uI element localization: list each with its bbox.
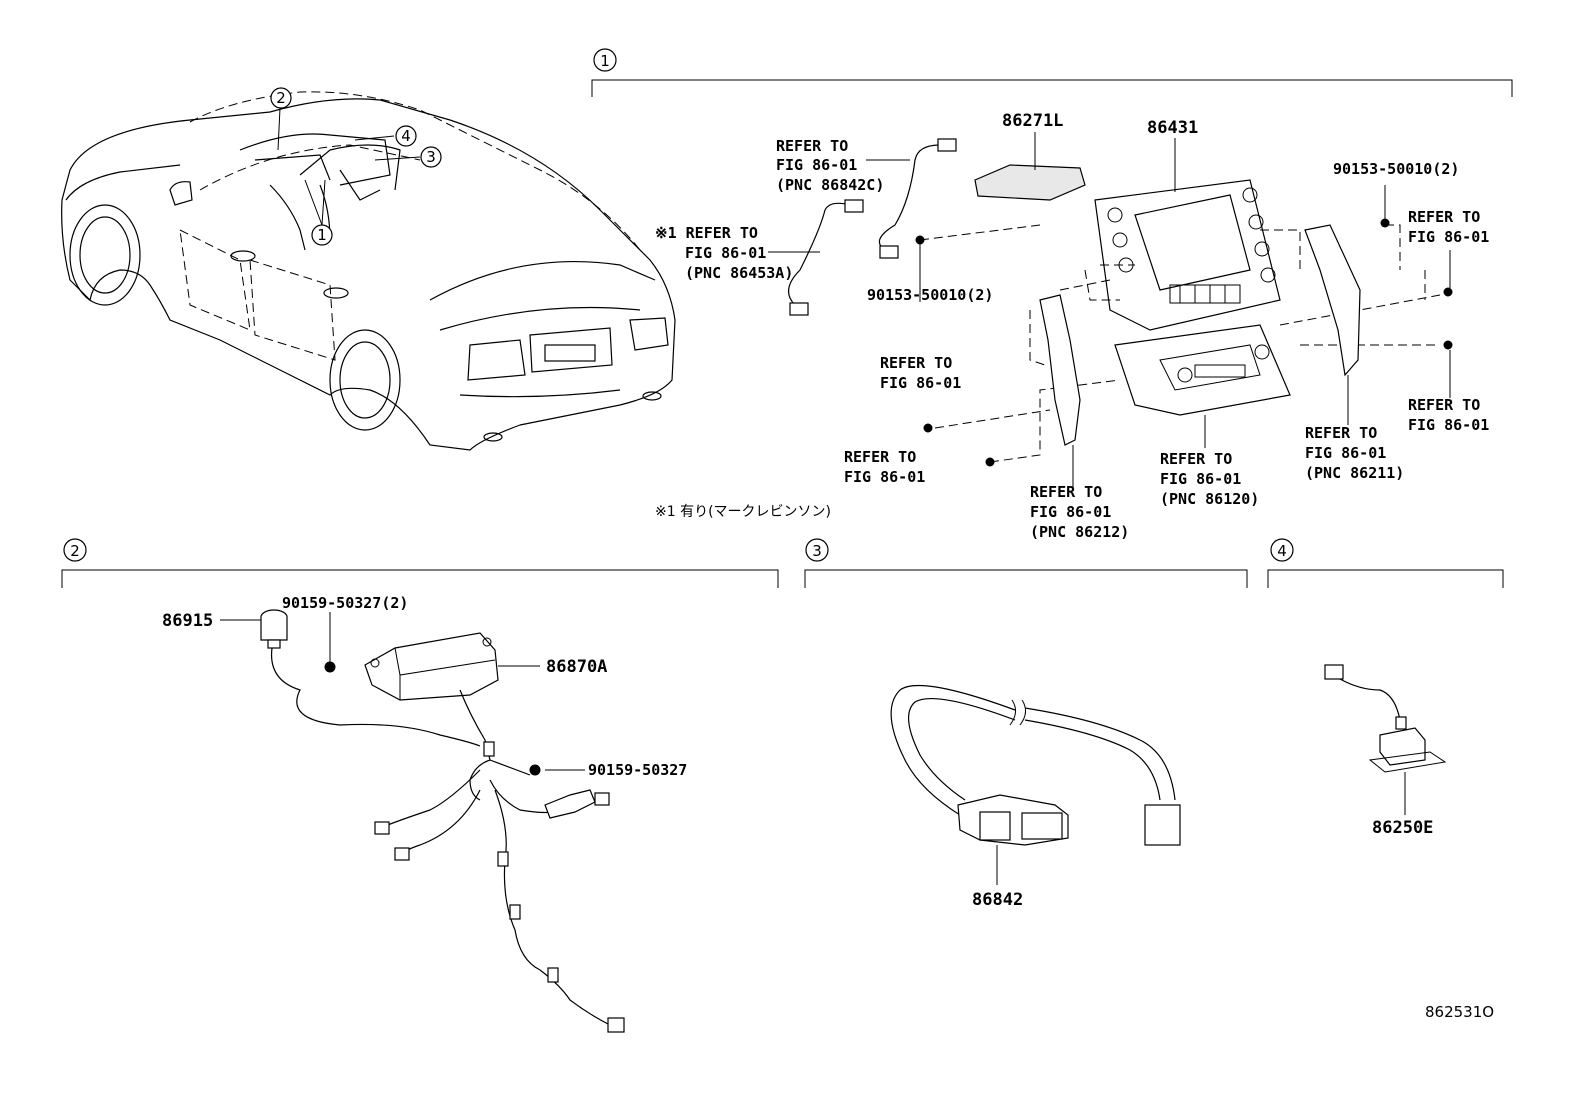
bracket-left-86212 xyxy=(1039,294,1081,446)
connector-icon xyxy=(879,245,899,259)
section-3-number: 3 xyxy=(812,542,822,560)
refer-left-1-label: REFER TO FIG 86-01 xyxy=(880,354,961,392)
car-callout-1 xyxy=(311,224,333,246)
connector-icon xyxy=(937,138,957,152)
section-1-number: 1 xyxy=(600,52,610,70)
bolt-2-label: 90159-50327(2) xyxy=(282,594,408,612)
part-86915-label: 86915 xyxy=(162,611,213,631)
antenna-cable-86842 xyxy=(890,684,1181,846)
refer-right-1-label: REFER TO FIG 86-01 xyxy=(1408,208,1489,246)
connector-icon xyxy=(607,1017,625,1033)
bolt-right-label: 90153-50010(2) xyxy=(1333,160,1459,178)
bolt-icon xyxy=(915,218,1453,467)
section-4-marker xyxy=(1270,538,1294,562)
part-86870A-label: 86870A xyxy=(546,657,607,677)
part-86271L-label: 86271L xyxy=(1002,111,1063,131)
section-1-marker xyxy=(593,48,617,72)
antenna-module-86250E xyxy=(1324,664,1447,773)
section-1: 1 86271L 86431 xyxy=(591,48,1513,541)
bolt-icon xyxy=(324,661,336,673)
connector-icon xyxy=(394,847,410,861)
harness-86453A xyxy=(788,202,851,306)
connector-icon xyxy=(789,302,809,316)
car-callout-4 xyxy=(395,125,417,147)
section-1-bracket xyxy=(591,79,1513,97)
refer-86212-label: REFER TO FIG 86-01 (PNC 86212) xyxy=(1030,483,1129,541)
bracket-right-86211 xyxy=(1304,224,1361,377)
display-panel-86431 xyxy=(1094,179,1281,331)
section-4-number: 4 xyxy=(1277,542,1287,560)
bolt-icon xyxy=(529,764,541,776)
section-2-number: 2 xyxy=(70,542,80,560)
module-86271L xyxy=(974,164,1086,201)
part-86250E-label: 86250E xyxy=(1372,818,1433,838)
car-illustration: 2 4 3 1 xyxy=(61,87,676,451)
connector-icon xyxy=(374,821,390,835)
refer-86453a-label: ※1 REFER TO FIG 86-01 (PNC 86453A) xyxy=(655,224,793,282)
section-2-bracket xyxy=(61,569,779,588)
section-2-marker xyxy=(63,538,87,562)
section-4: 4 86250E xyxy=(1267,538,1504,838)
section-3-marker xyxy=(805,538,829,562)
sensor-86915 xyxy=(260,609,288,649)
section-3-bracket xyxy=(804,569,1248,588)
car-callout-3-label: 3 xyxy=(426,148,436,166)
section-2: 2 86915 90159-50327(2) 86870A xyxy=(61,538,779,1033)
car-callout-2-label: 2 xyxy=(276,89,286,107)
car-callout-1-label: 1 xyxy=(317,226,327,244)
refer-right-2-label: REFER TO FIG 86-01 xyxy=(1408,396,1489,434)
bolt-left-label: 90153-50010(2) xyxy=(867,286,993,304)
diagram-id: 862531O xyxy=(1425,1003,1494,1021)
section-4-bracket xyxy=(1267,569,1504,588)
part-86842-label: 86842 xyxy=(972,890,1023,910)
amplifier-86870A xyxy=(364,632,499,701)
car-callout-4-label: 4 xyxy=(401,127,411,145)
refer-86842c-label: REFER TO FIG 86-01 (PNC 86842C) xyxy=(776,137,884,194)
connector-icon xyxy=(844,199,864,213)
bolt-1-label: 90159-50327 xyxy=(588,761,687,779)
car-callout-2 xyxy=(270,87,292,109)
harness-86842C xyxy=(878,144,941,251)
connector-icon xyxy=(594,792,610,806)
part-86431-label: 86431 xyxy=(1147,118,1198,138)
car-callout-3 xyxy=(420,146,442,168)
section-3: 3 86842 xyxy=(804,538,1248,910)
refer-86211-label: REFER TO FIG 86-01 (PNC 86211) xyxy=(1305,424,1404,482)
refer-left-2-label: REFER TO FIG 86-01 xyxy=(844,448,925,486)
audio-unit xyxy=(1114,324,1291,416)
refer-86120-label: REFER TO FIG 86-01 (PNC 86120) xyxy=(1160,450,1259,508)
footnote: ※1 有り(マークレビンソン) xyxy=(655,504,831,520)
